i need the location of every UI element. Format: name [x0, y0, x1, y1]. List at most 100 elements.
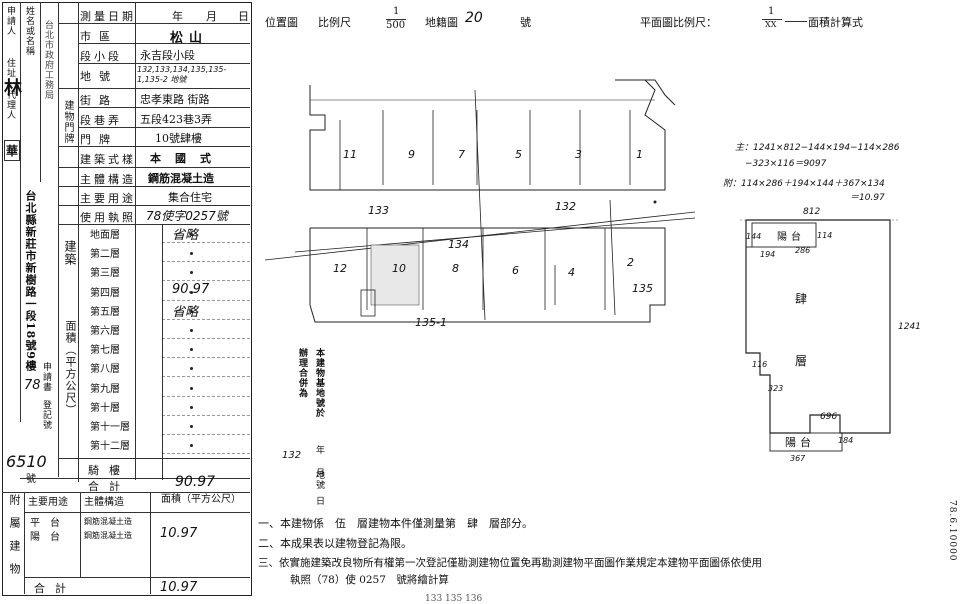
row-label-style: 建築式樣: [80, 153, 136, 166]
floor-rule: [162, 338, 250, 339]
registration-number: 6510: [6, 452, 47, 471]
dim-323: 323: [768, 384, 784, 393]
applicant-no-vlabel: 申請書: [41, 362, 51, 392]
lot-8: 8: [452, 262, 459, 275]
parcel-134: 134: [448, 238, 469, 251]
row-label-street: 街路: [80, 94, 118, 107]
attached-row-area: 10.97: [160, 526, 198, 541]
note-3: 三、依實施建築改良物所有權第一次登記僅勘測建物位置免再勘測建物平面圖作業規定本建…: [258, 557, 762, 569]
note-4: 執照（78）使 0257 號將繪計算: [290, 574, 449, 586]
calc-attached-line2: ＝10.97: [850, 193, 885, 203]
address-label: 住址: [5, 58, 15, 78]
floor-dot: [190, 329, 193, 332]
floor-label: 第九層: [90, 383, 120, 395]
parcel-133: 133: [368, 204, 389, 217]
floor-dot: [190, 271, 193, 275]
balcony-label: 騎樓: [88, 464, 130, 477]
survey-date-month: 月: [206, 10, 217, 23]
row-label-use: 主要用途: [80, 192, 136, 205]
dim-367: 367: [790, 454, 806, 463]
agent-text: 台北市政府工務局: [43, 20, 53, 100]
merge-lot-label: 地號: [314, 470, 324, 490]
attached-header-structure: 主體構造: [84, 497, 124, 508]
row-label-lot: 地號: [80, 70, 118, 83]
floor-dot: [190, 367, 193, 371]
floor-label: 第六層: [90, 326, 120, 337]
merge-note: 辦理合併為: [297, 348, 307, 398]
calc-main-line2: −323×116＝9097: [745, 159, 827, 169]
bottom-balcony: [769, 432, 843, 452]
floor-label: 第十層: [90, 402, 120, 414]
row-label-section: 段小段: [80, 50, 122, 63]
floor-dot: [190, 348, 193, 352]
attached-total-value: 10.97: [160, 580, 198, 595]
attached-row1-structure: 鋼筋混凝土造: [84, 517, 132, 526]
dim-114: 114: [817, 231, 833, 240]
row-label-number: 門牌: [80, 133, 118, 146]
lot-4: 4: [568, 266, 575, 279]
total-value: 90.97: [175, 474, 216, 490]
attached-row2-use: 陽台: [30, 532, 70, 543]
floor-value: 省略: [172, 304, 199, 320]
survey-date-day: 日: [238, 10, 249, 23]
attached-header-area: 面積（平方公尺）: [161, 494, 241, 505]
lot-1: 1: [636, 148, 643, 161]
note-2: 二、本成果表以建物登記為限。: [258, 537, 412, 550]
dim-184: 184: [838, 436, 854, 445]
row-value-style: 本國式: [150, 152, 225, 165]
area-vlabel: 面積（平方公尺）: [64, 320, 77, 416]
balcony-top-label: 陽台: [777, 232, 805, 243]
row-value-street: 忠孝東路 街路: [140, 93, 210, 106]
plan-scale-denominator: XX: [765, 20, 777, 29]
survey-date-label: 測量日期: [80, 10, 136, 23]
base-lot-note: 本建物基地號於: [314, 348, 324, 418]
parcel-135: 135: [632, 282, 653, 295]
row-value-section: 永吉段小段: [140, 49, 195, 62]
floor-rule: [162, 280, 250, 282]
location-map-label: 位置圖: [265, 16, 298, 29]
floor-label: 第二層: [90, 249, 120, 261]
room-char-floor: 層: [795, 354, 808, 368]
floor-rule: [162, 376, 250, 378]
row-label-district: 市區: [80, 30, 118, 43]
floor-dot: [190, 290, 193, 294]
upper-block-outline: [309, 79, 666, 191]
merge-month: 月: [316, 469, 326, 479]
floor-label: 第八層: [90, 364, 120, 376]
dim-144: 144: [746, 232, 762, 241]
lot-6: 6: [512, 264, 519, 277]
floor-rule: [162, 242, 250, 243]
floor-dot: [190, 405, 193, 409]
dim-812: 812: [803, 207, 821, 217]
dim-116: 116: [752, 360, 768, 369]
registration-suffix: 號: [26, 474, 36, 485]
floor-dot: [190, 233, 193, 236]
floor-label: 第三層: [90, 268, 120, 280]
agent-label: 代理人: [5, 90, 15, 120]
cadastral-map-label: 地籍圖: [425, 16, 458, 29]
balcony-bottom-label: 陽台: [785, 436, 815, 449]
floor-label: 第五層: [90, 306, 120, 318]
name-label: 姓名或名稱: [24, 6, 34, 56]
lot-5: 5: [515, 148, 522, 161]
floor-label: 地面層: [90, 230, 120, 241]
floor-rule: [162, 453, 250, 455]
floor-rule: [162, 414, 250, 416]
floor-label: 第四層: [90, 287, 120, 299]
floor-rule: [162, 299, 250, 301]
reg-no-vlabel: 登記號: [41, 400, 51, 430]
merged-lot-number: 132: [282, 450, 302, 461]
right-edge-code: 78.6.10000: [947, 500, 957, 562]
floor-dot: [190, 444, 193, 448]
survey-date-year: 年: [172, 10, 183, 23]
address-vertical: 台北縣新莊市新樹路一段18號9樓: [24, 190, 37, 372]
dim-286: 286: [795, 246, 811, 255]
scale-numerator: 1: [393, 6, 400, 17]
merge-year: 年: [316, 446, 326, 456]
calc-main-line1: 主：1241×812−144×194−114×286: [735, 143, 900, 153]
attached-side-label: 附屬建物: [8, 494, 21, 586]
site-plan: [264, 79, 696, 323]
attached-row2-structure: 鋼筋混凝土造: [84, 531, 132, 540]
attached-header-use: 主要用途: [28, 497, 68, 508]
row-label-structure: 主體構造: [80, 173, 136, 186]
